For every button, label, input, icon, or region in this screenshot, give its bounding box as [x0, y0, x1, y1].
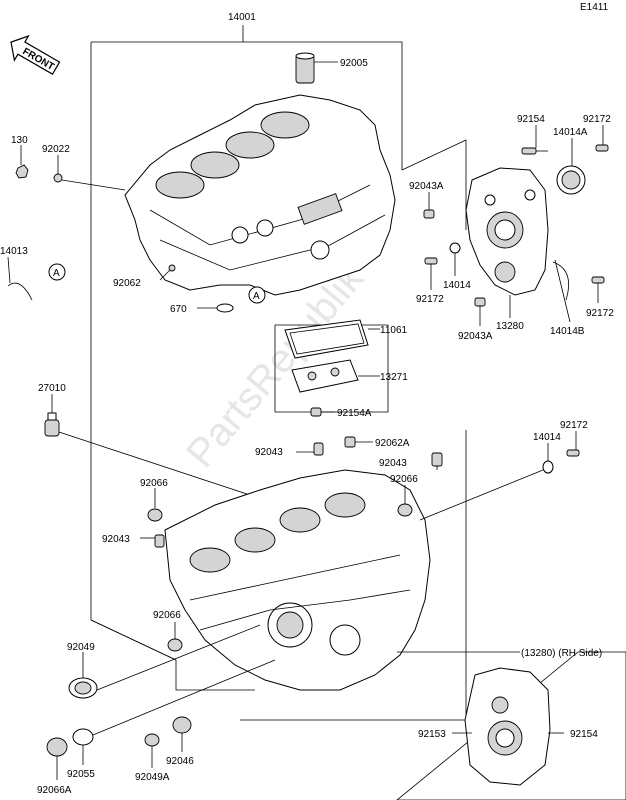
label-14014-low: 14014 [533, 432, 561, 443]
part-92005 [295, 52, 338, 84]
label-14014A: 14014A [553, 127, 588, 138]
part-92043-b [431, 452, 443, 470]
label-92049: 92049 [67, 642, 95, 653]
label-92154-inset: 92154 [570, 729, 598, 740]
callout-a-mid: A [248, 286, 266, 304]
label-92154-top: 92154 [517, 114, 545, 125]
label-92062: 92062 [113, 278, 141, 289]
part-92154-top [521, 125, 548, 155]
part-670 [197, 303, 234, 313]
part-130 [15, 145, 29, 179]
upper-crankcase [124, 94, 396, 296]
label-92062A: 92062A [375, 438, 410, 449]
label-92046: 92046 [166, 756, 194, 767]
part-92022 [53, 155, 126, 191]
label-92066A: 92066A [37, 785, 72, 796]
label-92172-right: 92172 [586, 308, 614, 319]
part-92172-low [566, 431, 580, 457]
label-14013: 14013 [0, 246, 28, 257]
label-92154A: 92154A [337, 408, 372, 419]
label-14001: 14001 [228, 12, 256, 23]
part-92172-mid [424, 257, 438, 290]
label-130: 130 [11, 135, 28, 146]
part-92043A-2 [474, 297, 486, 326]
part-11061-gasket [284, 319, 380, 359]
part-92066-c [167, 622, 183, 652]
part-92049 [68, 652, 98, 699]
leader-shaft-b [92, 659, 276, 736]
part-92043-c [140, 534, 165, 548]
label-670: 670 [170, 304, 187, 315]
label-92066-c: 92066 [153, 610, 181, 621]
part-92066A [46, 737, 68, 780]
leader-shaft-a [96, 624, 261, 691]
part-92172-top [595, 125, 609, 152]
part-27010 [44, 394, 266, 501]
label-92172-mid: 92172 [416, 294, 444, 305]
label-92043-b: 92043 [379, 458, 407, 469]
label-92043A-1: 92043A [409, 181, 444, 192]
label-92153: 92153 [418, 729, 446, 740]
label-92172-top: 92172 [583, 114, 611, 125]
inset-rh-side [396, 651, 626, 800]
part-92066-a [147, 488, 163, 522]
inset-title: (13280) (RH Side) [521, 648, 602, 659]
part-92049A [144, 733, 160, 768]
part-14014B [552, 259, 571, 323]
lower-crankcase [164, 469, 431, 691]
label-92066-b: 92066 [390, 474, 418, 485]
part-14014-mid [449, 242, 461, 276]
label-92066-a: 92066 [140, 478, 168, 489]
part-92055 [72, 728, 94, 765]
label-92043-c: 92043 [102, 534, 130, 545]
label-27010: 27010 [38, 383, 66, 394]
part-13271-plate [291, 359, 380, 393]
part-14014-low [419, 443, 554, 521]
part-92172-right [591, 276, 605, 303]
svg-text:A: A [53, 268, 60, 279]
part-13280-cover [465, 167, 549, 296]
part-92043A-1 [423, 192, 435, 219]
diagram-code: E1411 [580, 2, 609, 13]
upper-case-bracket [90, 42, 177, 661]
front-arrow-icon: FRONT [10, 34, 61, 76]
part-92066-b [397, 485, 413, 517]
label-92043-a: 92043 [255, 447, 283, 458]
label-11061: 11061 [380, 325, 408, 336]
label-14014B: 14014B [550, 326, 585, 337]
upper-case-bracket-top [91, 41, 403, 170]
part-92062 [159, 264, 176, 281]
label-13271: 13271 [380, 372, 408, 383]
svg-text:A: A [253, 291, 260, 302]
cover-bracket [401, 139, 467, 230]
label-92022: 92022 [42, 144, 70, 155]
part-14014A [556, 138, 586, 195]
callout-a-left: A [48, 263, 66, 281]
label-92005: 92005 [340, 58, 368, 69]
part-92046 [172, 716, 192, 752]
part-92062A [344, 436, 373, 448]
part-92154A [310, 407, 335, 417]
part-14013 [7, 256, 33, 301]
lower-case-bracket-left [90, 619, 255, 691]
label-92043A-2: 92043A [458, 331, 493, 342]
label-92049A: 92049A [135, 772, 170, 783]
label-92055: 92055 [67, 769, 95, 780]
label-13280: 13280 [496, 321, 524, 332]
label-14014-mid: 14014 [443, 280, 471, 291]
part-92043-a [296, 442, 324, 456]
label-92172-low: 92172 [560, 420, 588, 431]
